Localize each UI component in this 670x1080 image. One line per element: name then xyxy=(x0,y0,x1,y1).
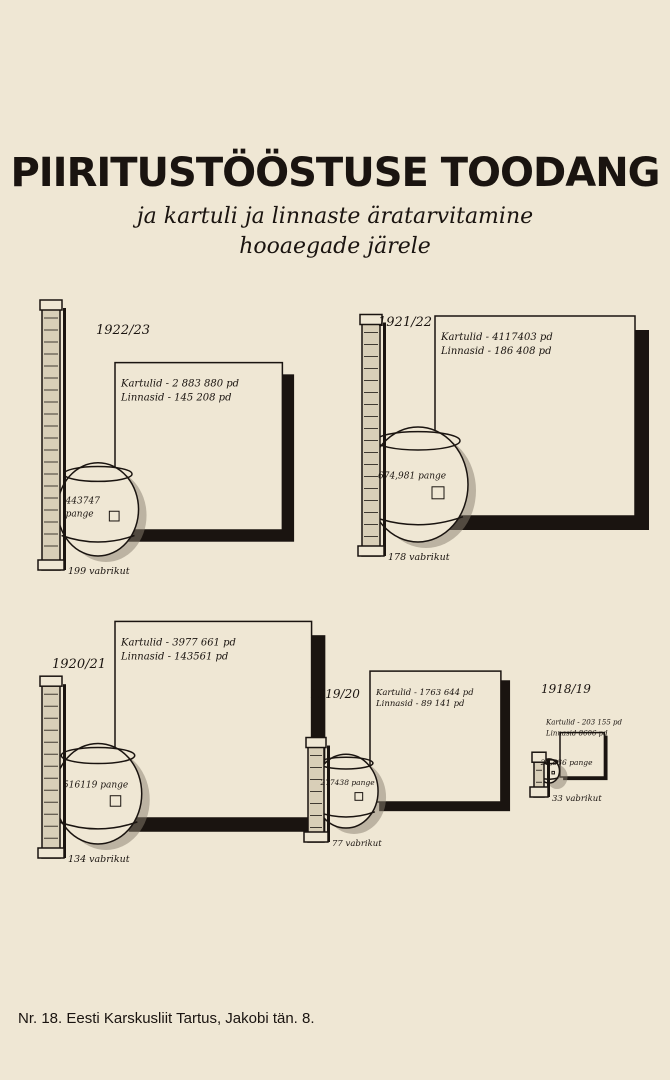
page-title: PIIRITUSTÖÖSTUSE TOODANG xyxy=(10,150,660,196)
factory-count-label: 33 vabrikut xyxy=(552,794,602,804)
chimney-cap xyxy=(531,751,547,763)
malt-label: Linnasid - 186 408 pd xyxy=(440,346,551,357)
season-label: 1919/20 xyxy=(310,687,360,701)
season-label: 1922/23 xyxy=(96,323,150,338)
chimney-cap xyxy=(39,299,63,311)
chimney-base xyxy=(357,545,385,557)
chimney-shaft xyxy=(361,321,381,557)
spirit-output-label: 29,836 pange xyxy=(540,758,594,767)
factory-chimney xyxy=(529,751,550,798)
spirit-output-label: 516119 pange xyxy=(63,781,128,791)
subtitle-line-2: hooaegade järele xyxy=(239,234,431,259)
chimney-shadow xyxy=(63,684,66,858)
chimney-shaft xyxy=(41,307,61,571)
factory-count-label: 178 vabrikut xyxy=(388,552,450,563)
chimney-shadow xyxy=(383,322,386,556)
factory-count-label: 199 vabrikut xyxy=(68,566,130,577)
chimney-base xyxy=(303,831,329,843)
chimney-base xyxy=(37,847,65,859)
barrel-tap xyxy=(431,486,445,500)
potato-crate xyxy=(559,731,608,781)
factory-chimney xyxy=(357,313,386,557)
season-label: 1918/19 xyxy=(541,682,591,696)
factory-count-label: 134 vabrikut xyxy=(68,854,130,865)
barrel-bottom-hoop xyxy=(58,821,138,830)
factory-chimney xyxy=(303,736,330,843)
season-group-1921-22: 1921/22 178 vabrikut 674,981 pange Kartulid… xyxy=(357,313,649,563)
chimney-cap xyxy=(39,675,63,687)
chimney-cap xyxy=(305,736,327,749)
barrel-bottom-hoop xyxy=(61,534,135,543)
chimney-base xyxy=(37,559,65,571)
potato-label: Kartulid - 203 155 pd xyxy=(545,719,622,727)
chimney-shadow xyxy=(63,308,66,570)
potato-crate xyxy=(369,670,511,812)
season-group-1918-19: 1918/19 33 vabrikut 29,836 pange Kartulid -… xyxy=(529,682,622,804)
factory-count-label: 77 vabrikut xyxy=(332,839,382,849)
factory-chimney xyxy=(37,675,66,859)
spirit-barrel xyxy=(367,426,476,548)
barrel-tap xyxy=(551,770,555,775)
potato-label: Kartulid - 1763 644 pd xyxy=(375,688,474,698)
chimney-shadow xyxy=(547,760,550,797)
crate-front xyxy=(369,670,502,803)
spirit-barrel xyxy=(53,742,150,850)
factory-chimney xyxy=(37,299,66,571)
potato-label: Kartulid - 3977 661 pd xyxy=(120,637,236,648)
barrel-top-hoop xyxy=(60,746,136,765)
barrel-tap xyxy=(354,792,364,801)
barrel-tap xyxy=(109,795,122,807)
spirit-output-label: 674,981 pange xyxy=(378,472,446,482)
malt-label: Linnasid - 143561 pd xyxy=(120,651,228,662)
potato-label: Kartulid - 4117403 pd xyxy=(440,332,553,343)
potato-label: Kartulid - 2 883 880 pd xyxy=(120,379,239,390)
crate-front xyxy=(559,731,606,778)
barrel-tap xyxy=(108,510,120,522)
chimney-shaft xyxy=(41,683,61,859)
malt-label: Linnasid - 145 208 pd xyxy=(120,393,231,404)
malt-label: Linnasid 8606 pd xyxy=(545,730,608,738)
chimney-shadow xyxy=(327,745,330,842)
season-group-1919-20: 1919/20 77 vabrikut 277438 pange Kartulid -… xyxy=(303,670,511,849)
barrel-bottom-hoop xyxy=(372,515,464,526)
season-group-1920-21: 1920/21 134 vabrikut 516119 pange Kartulid … xyxy=(37,620,326,865)
season-label: 1921/22 xyxy=(378,315,432,330)
chimney-base xyxy=(529,786,549,798)
season-label: 1920/21 xyxy=(52,657,106,672)
spirit-output-label: 277438 pange xyxy=(319,778,375,787)
chimney-cap xyxy=(359,313,383,326)
footer-imprint: Nr. 18. Eesti Karskusliit Tartus, Jakobi… xyxy=(18,1010,315,1027)
malt-label: Linnasid - 89 141 pd xyxy=(375,699,465,709)
spirit-barrel xyxy=(56,462,147,562)
subtitle-line-1: ja kartuli ja linnaste äratarvitamine xyxy=(136,204,534,229)
